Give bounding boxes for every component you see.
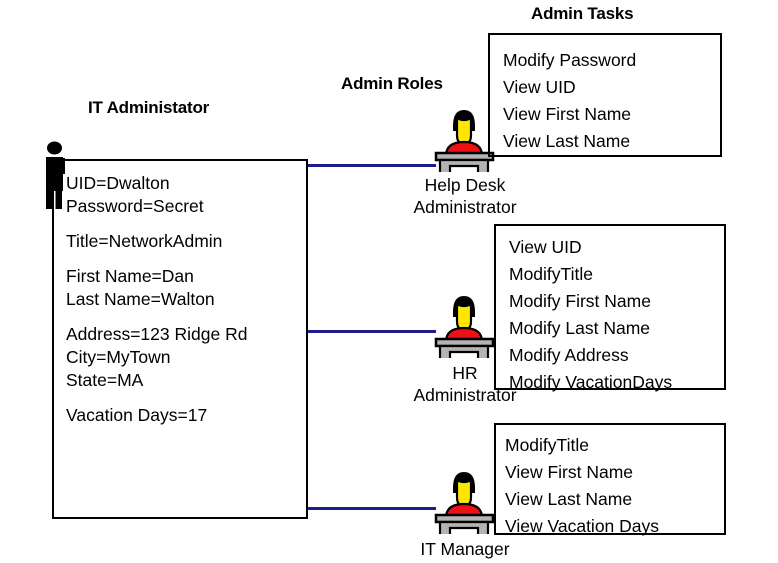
attr-line: Vacation Days=17 [66,405,208,425]
heading-it-administrator: IT Administator [88,98,210,117]
person-at-desk-icon-hr [428,290,500,364]
attr-line: First Name=Dan [66,266,194,286]
person-silhouette-svg [46,141,65,212]
spacer [66,311,247,323]
task-item: Modify VacationDays [509,372,673,392]
attr-line: City=MyTown [66,347,171,367]
task-item: View Last Name [503,131,631,151]
role-label-line: Administrator [413,197,517,217]
task-list-help-desk: Modify Password View UID View First Name… [503,47,636,155]
attr-line: State=MA [66,370,144,390]
task-item: Modify Password [503,50,637,70]
task-item: View UID [509,237,582,257]
task-item: ModifyTitle [505,435,589,455]
task-box-it-manager [494,423,726,535]
person-at-desk-svg [434,472,495,540]
person-at-desk-svg [434,296,495,364]
spacer [66,253,247,265]
role-label-line: Help Desk [424,175,506,195]
role-label-hr-administrator: HR Administrator [398,362,532,406]
task-list-hr: View UID ModifyTitle Modify First Name M… [509,234,672,396]
task-item: View Vacation Days [505,516,660,536]
role-label-line: IT Manager [420,539,510,559]
attr-line: Address=123 Ridge Rd [66,324,248,344]
task-box-hr [494,224,726,390]
attr-line: UID=Dwalton [66,173,170,193]
task-item: View UID [503,77,576,97]
heading-admin-roles: Admin Roles [341,74,443,93]
task-item: View First Name [503,104,632,124]
task-list-it-manager: ModifyTitle View First Name View Last Na… [505,432,659,540]
role-label-line: Administrator [413,385,517,405]
attr-line: Title=NetworkAdmin [66,231,223,251]
role-label-help-desk-administrator: Help Desk Administrator [398,174,532,218]
task-item: ModifyTitle [509,264,593,284]
attr-line: Password=Secret [66,196,204,216]
task-item: View Last Name [505,489,633,509]
attr-line: Last Name=Walton [66,289,215,309]
spacer [66,218,247,230]
person-silhouette-icon [42,141,86,212]
task-item: View First Name [505,462,634,482]
connector-line-hr [306,330,436,333]
connector-line-it-manager [306,507,436,510]
role-label-line: HR [452,363,478,383]
task-box-help-desk [488,33,722,157]
user-attributes: UID=Dwalton Password=Secret Title=Networ… [66,172,247,427]
spacer [66,392,247,404]
person-at-desk-icon-it-manager [428,466,500,540]
user-record-box [52,159,308,519]
role-label-it-manager: IT Manager [398,538,532,560]
task-item: Modify Last Name [509,318,651,338]
connector-line-help-desk [306,164,436,167]
task-item: Modify First Name [509,291,651,311]
task-item: Modify Address [509,345,629,365]
heading-admin-tasks: Admin Tasks [531,4,634,23]
